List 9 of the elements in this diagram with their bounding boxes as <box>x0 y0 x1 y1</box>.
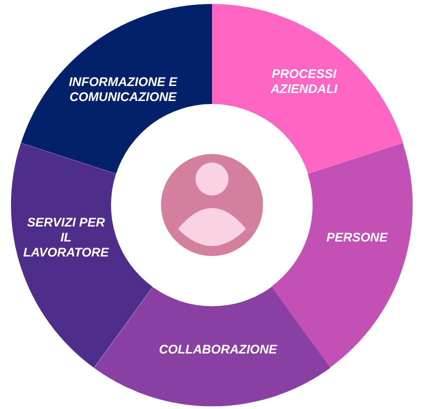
segment-label: SERVIZI PER IL LAVORATORE <box>22 215 110 260</box>
segment-label: INFORMAZIONE E COMUNICAZIONE <box>68 75 178 105</box>
donut-segment <box>212 4 404 174</box>
segment-label: PERSONE <box>325 230 389 246</box>
donut-segment <box>94 286 330 406</box>
segment-label: COLLABORAZIONE <box>158 342 278 358</box>
donut-segment <box>11 142 153 368</box>
segment-label: PROCESSI AZIENDALI <box>270 67 338 97</box>
donut-segment <box>20 4 212 174</box>
